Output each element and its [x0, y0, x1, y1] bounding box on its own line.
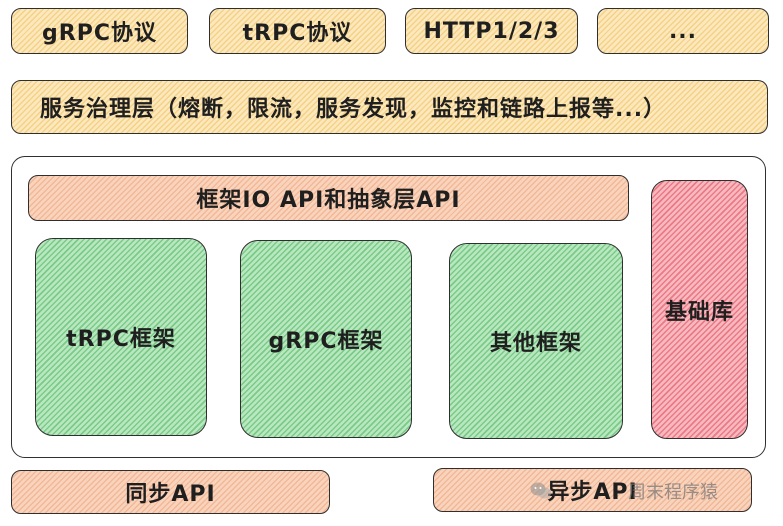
protocol-http-label: HTTP1/2/3 — [423, 18, 560, 44]
protocol-trpc-label: tRPC协议 — [242, 21, 353, 46]
framework-io-api-label: 框架IO API和抽象层API — [196, 188, 461, 213]
trpc-framework-box: tRPC框架 — [35, 238, 207, 436]
protocol-more-label: ... — [668, 18, 698, 44]
service-governance-layer: 服务治理层（熔断，限流，服务发现，监控和链路上报等...） — [11, 80, 768, 134]
base-library-box: 基础库 — [651, 180, 748, 439]
protocol-http-box: HTTP1/2/3 — [405, 8, 578, 54]
service-governance-label: 服务治理层（熔断，限流，服务发现，监控和链路上报等...） — [40, 97, 667, 122]
protocol-trpc-box: tRPC协议 — [209, 8, 386, 54]
other-framework-box: 其他框架 — [449, 243, 623, 439]
base-library-label: 基础库 — [664, 299, 734, 325]
wechat-icon — [530, 481, 552, 501]
other-framework-label: 其他框架 — [489, 331, 582, 356]
grpc-framework-box: gRPC框架 — [240, 240, 412, 438]
protocol-grpc-label: gRPC协议 — [42, 21, 157, 46]
framework-io-api-bar: 框架IO API和抽象层API — [28, 175, 629, 221]
grpc-framework-label: gRPC框架 — [268, 329, 384, 354]
watermark: 周末程序猿 — [530, 478, 718, 504]
async-api-box: 异步API — [433, 468, 752, 512]
async-api-label: 异步API — [547, 480, 638, 505]
protocol-grpc-box: gRPC协议 — [11, 8, 188, 54]
trpc-framework-label: tRPC框架 — [66, 327, 176, 352]
sync-api-label: 同步API — [125, 482, 216, 507]
sync-api-box: 同步API — [11, 470, 330, 514]
protocol-more-box: ... — [597, 8, 769, 54]
watermark-text: 周末程序猿 — [628, 482, 718, 503]
